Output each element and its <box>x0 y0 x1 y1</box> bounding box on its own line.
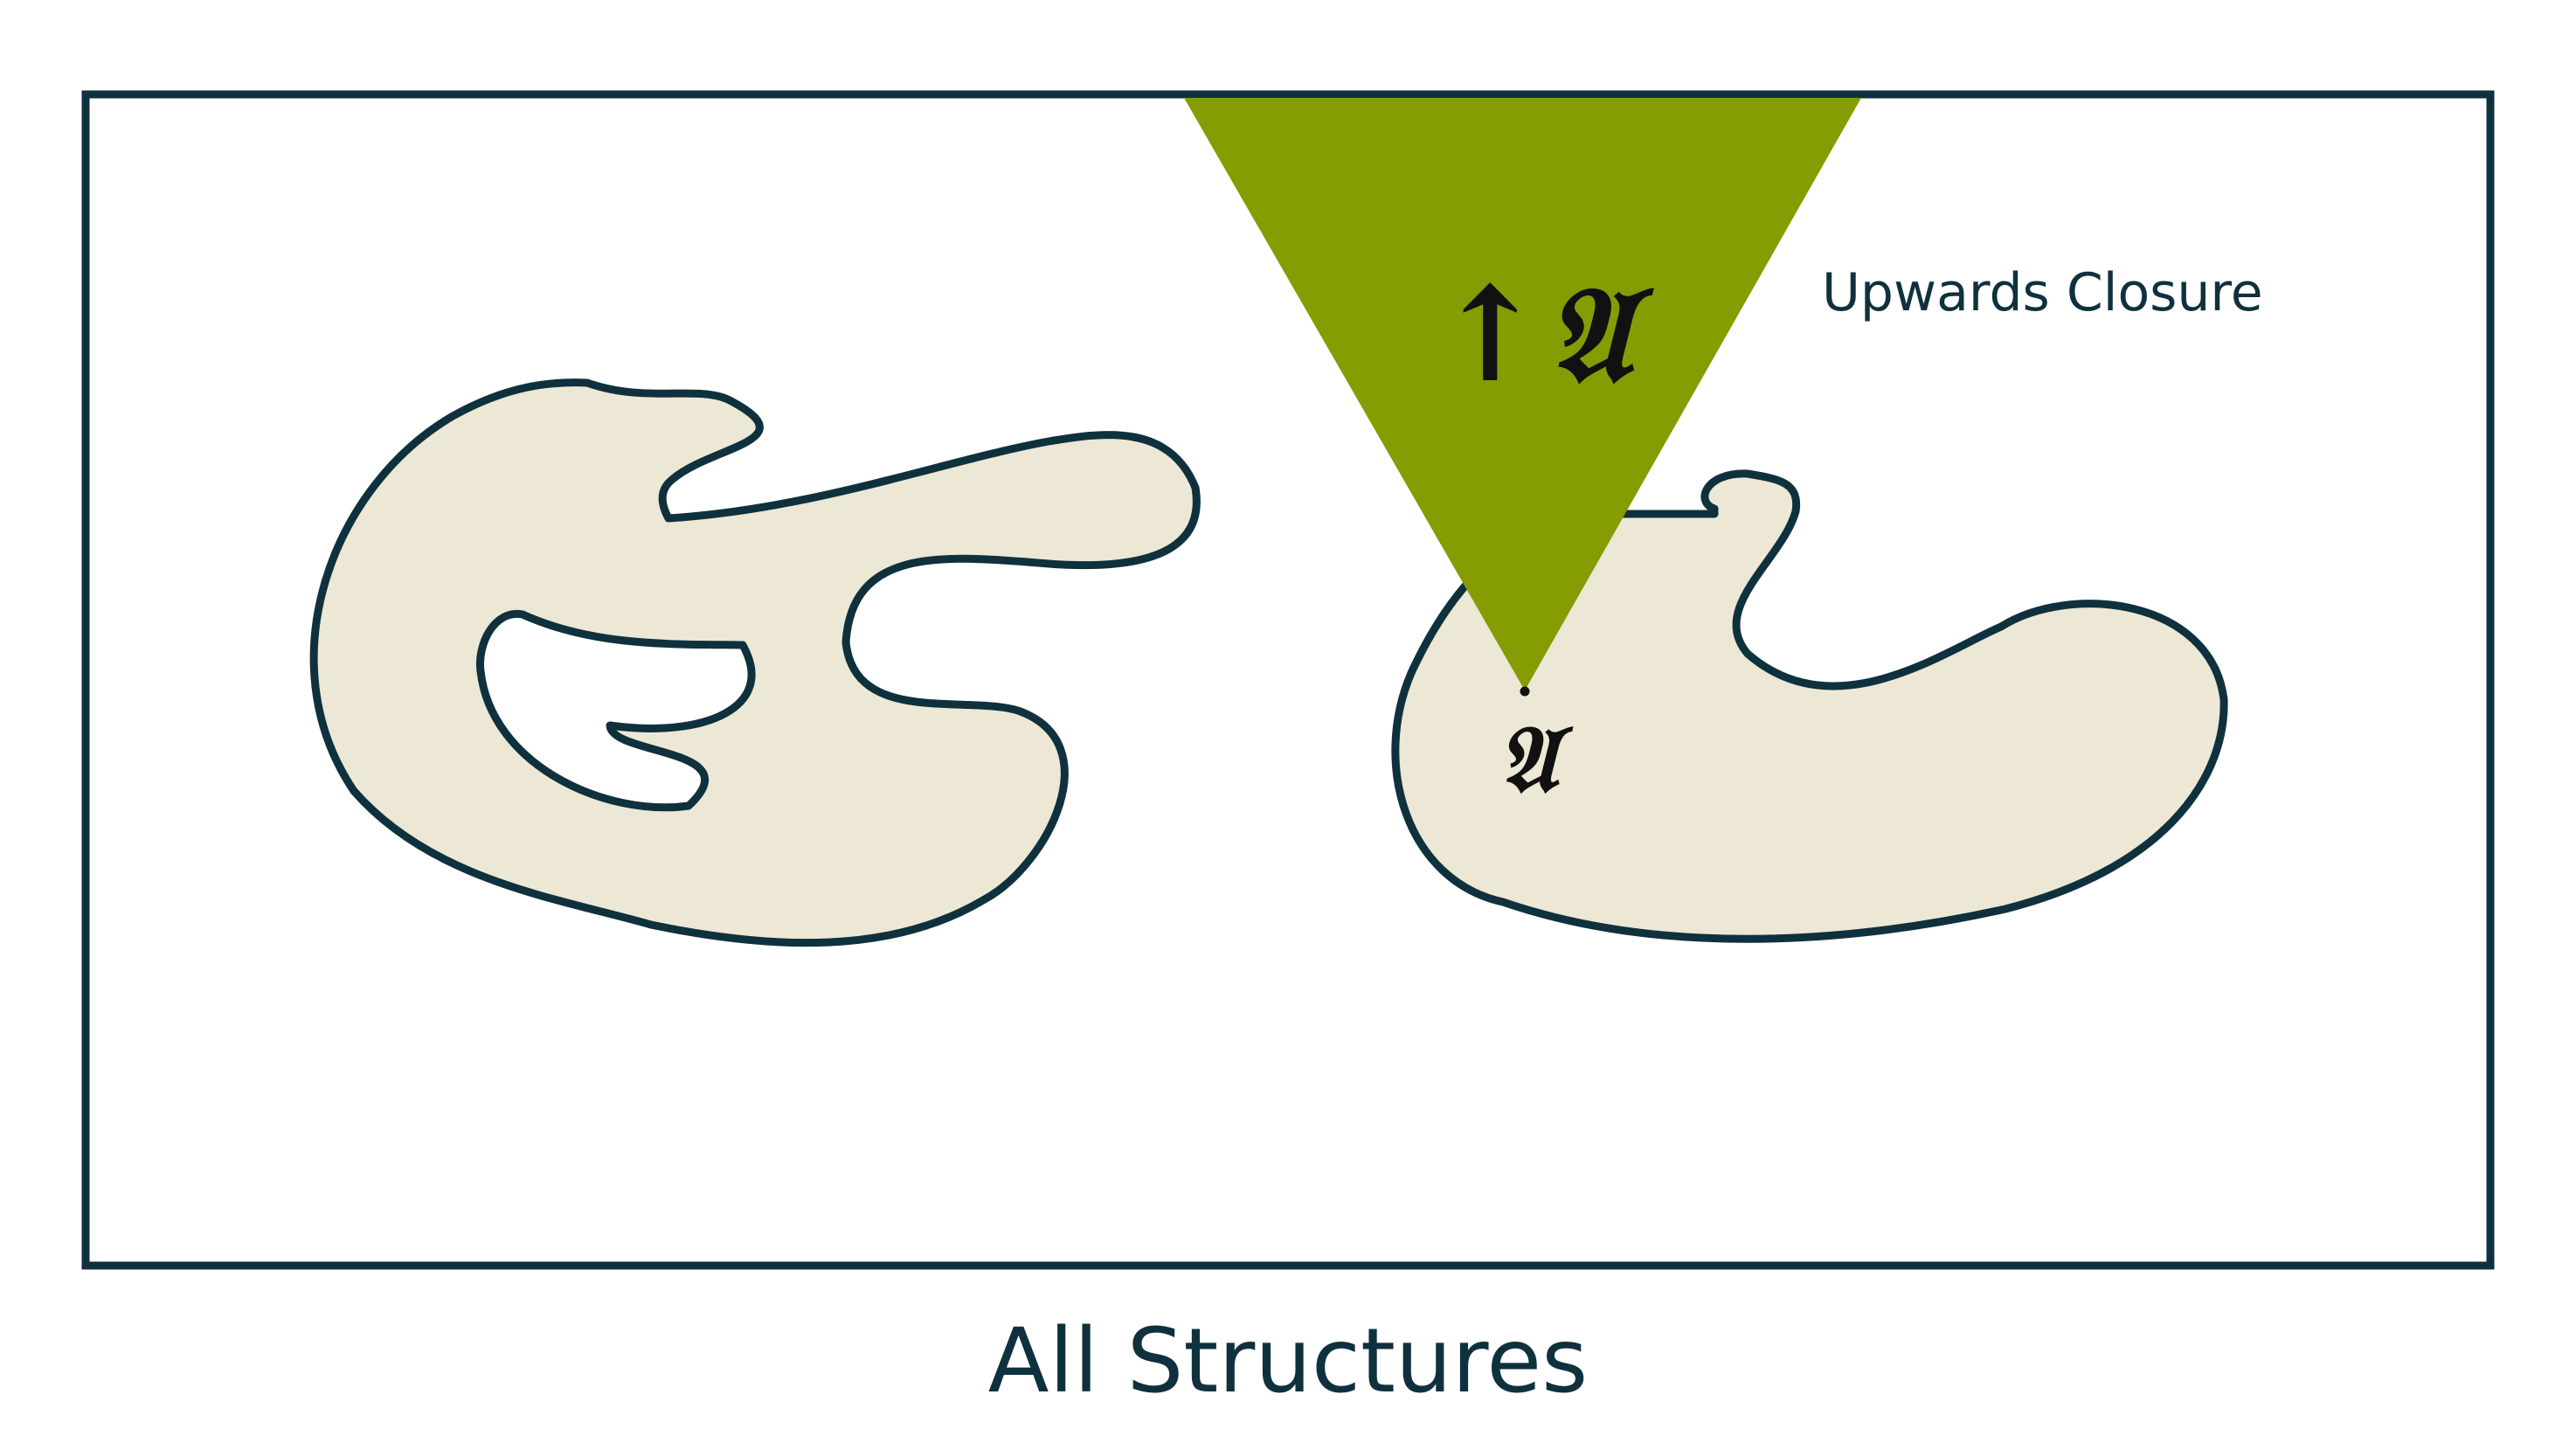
structures-frame <box>81 90 2495 1270</box>
diagram-title: All Structures <box>988 1309 1589 1413</box>
structure-point <box>1520 686 1530 697</box>
upward-closure-symbol: ↑𝔄 <box>1435 258 1654 412</box>
upwards-closure-cone <box>1184 98 1861 690</box>
left-structure-hole <box>475 609 756 812</box>
left-structure-region <box>309 378 1201 947</box>
right-structure-region <box>1391 469 2228 943</box>
upwards-closure-label: Upwards Closure <box>1822 262 2263 323</box>
